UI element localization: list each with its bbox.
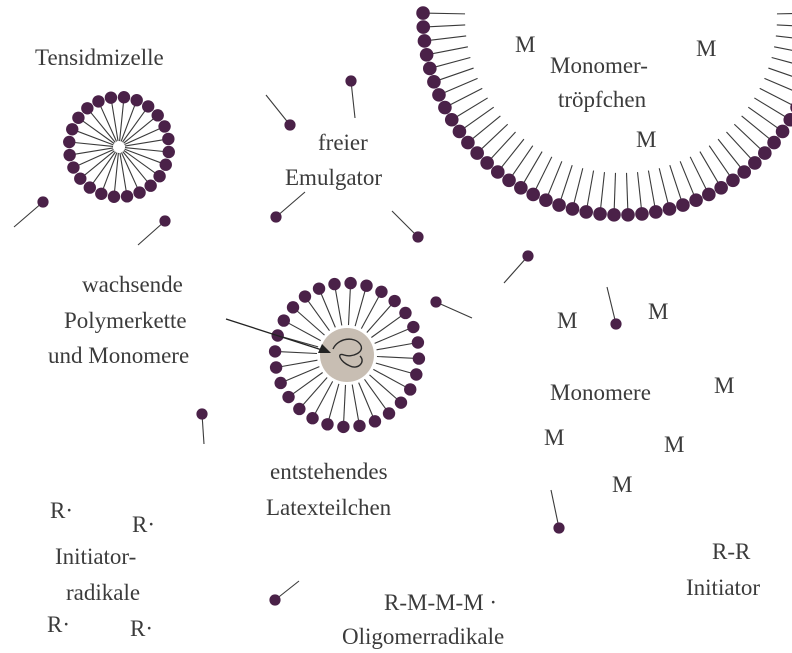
surfactant-molecule bbox=[776, 34, 792, 48]
surfactant-molecule bbox=[607, 173, 621, 222]
surfactant-molecule bbox=[271, 329, 318, 347]
surfactant-molecule bbox=[430, 296, 472, 318]
surfactant-molecule bbox=[355, 279, 373, 326]
surfactant-molecule bbox=[377, 352, 425, 364]
surfactant-molecule bbox=[321, 384, 339, 431]
surfactant-molecule bbox=[337, 385, 349, 433]
surfactant-molecule bbox=[551, 490, 565, 534]
surfactant-molecule bbox=[269, 581, 299, 606]
surfactant-molecule bbox=[416, 6, 465, 20]
surfactant-molecule bbox=[345, 75, 356, 118]
surfactant-molecule bbox=[269, 345, 317, 357]
surfactant-molecule bbox=[299, 290, 330, 330]
surfactant-molecule bbox=[14, 196, 49, 227]
surfactant-molecule bbox=[470, 124, 507, 160]
surfactant-molecule bbox=[352, 385, 365, 433]
surfactant-molecule bbox=[270, 360, 318, 373]
surfactant-molecule bbox=[369, 375, 407, 409]
surfactant-molecule bbox=[418, 34, 466, 48]
surfactant-molecule bbox=[734, 124, 771, 160]
surfactant-molecule bbox=[123, 152, 157, 192]
surfactant-molecule bbox=[726, 132, 761, 170]
surfactant-molecule bbox=[72, 112, 114, 144]
surfactant-molecule bbox=[371, 307, 411, 338]
surfactant-molecule bbox=[63, 148, 113, 161]
surfactant-molecule bbox=[138, 215, 171, 245]
surfactant-molecule bbox=[328, 278, 341, 326]
free-emulsifier bbox=[14, 75, 622, 605]
surfactant-molecule bbox=[621, 173, 635, 222]
surfactant-molecule bbox=[491, 139, 524, 179]
surfactant-molecule bbox=[105, 91, 118, 141]
surfactant-molecule bbox=[416, 20, 465, 34]
surfactant-molecule bbox=[123, 100, 155, 142]
surfactant-molecule bbox=[607, 287, 622, 330]
surfactant-molecule bbox=[748, 107, 789, 138]
surfactant-molecule bbox=[125, 133, 175, 146]
surfactant-molecule bbox=[293, 377, 327, 415]
polymer-core bbox=[320, 328, 374, 382]
surfactant-molecule bbox=[377, 336, 425, 349]
surfactant-molecule bbox=[709, 146, 740, 187]
surfactant-molecule bbox=[648, 171, 662, 219]
surfactant-molecule bbox=[287, 301, 325, 335]
surfactant-molecule bbox=[74, 151, 114, 185]
surfactant-molecule bbox=[376, 363, 423, 381]
monomer-droplet bbox=[416, 6, 792, 221]
surfactant-molecule bbox=[777, 6, 792, 20]
surfactant-molecule bbox=[504, 250, 534, 283]
surfactant-molecule bbox=[270, 192, 305, 223]
surfactant-molecule bbox=[124, 151, 166, 183]
surfactant-molecule bbox=[461, 116, 500, 149]
surfactant-molecule bbox=[777, 20, 792, 34]
surfactant-molecule bbox=[453, 107, 494, 138]
surfactant-molecule bbox=[502, 146, 533, 187]
surfactant-molecule bbox=[635, 172, 649, 221]
surfactant-molecule bbox=[344, 277, 356, 325]
surfactant-molecule bbox=[365, 379, 396, 419]
surfactant-molecule bbox=[420, 47, 468, 62]
surfactant-molecule bbox=[480, 132, 515, 170]
surfactant-molecule bbox=[514, 152, 542, 195]
surfactant-molecule bbox=[84, 152, 116, 194]
surfactant-molecule bbox=[367, 295, 401, 333]
surfactant-molecule bbox=[742, 116, 781, 149]
surfactant-molecule bbox=[593, 172, 607, 221]
surfactant-molecule bbox=[579, 171, 593, 219]
latex-particle bbox=[269, 277, 425, 433]
surfactant-molecule bbox=[266, 95, 296, 131]
surfactant-molecule bbox=[718, 139, 751, 179]
surfactant-micelle bbox=[63, 91, 175, 203]
surfactant-molecule bbox=[120, 153, 133, 203]
surfactant-molecule bbox=[282, 373, 322, 404]
surfactant-molecule bbox=[392, 211, 424, 243]
surfactant-molecule bbox=[700, 152, 728, 195]
surfactant-molecule bbox=[81, 102, 115, 142]
surfactant-molecule bbox=[196, 408, 207, 444]
surfactant-molecule bbox=[445, 98, 488, 127]
surfactant-molecule bbox=[124, 109, 164, 143]
